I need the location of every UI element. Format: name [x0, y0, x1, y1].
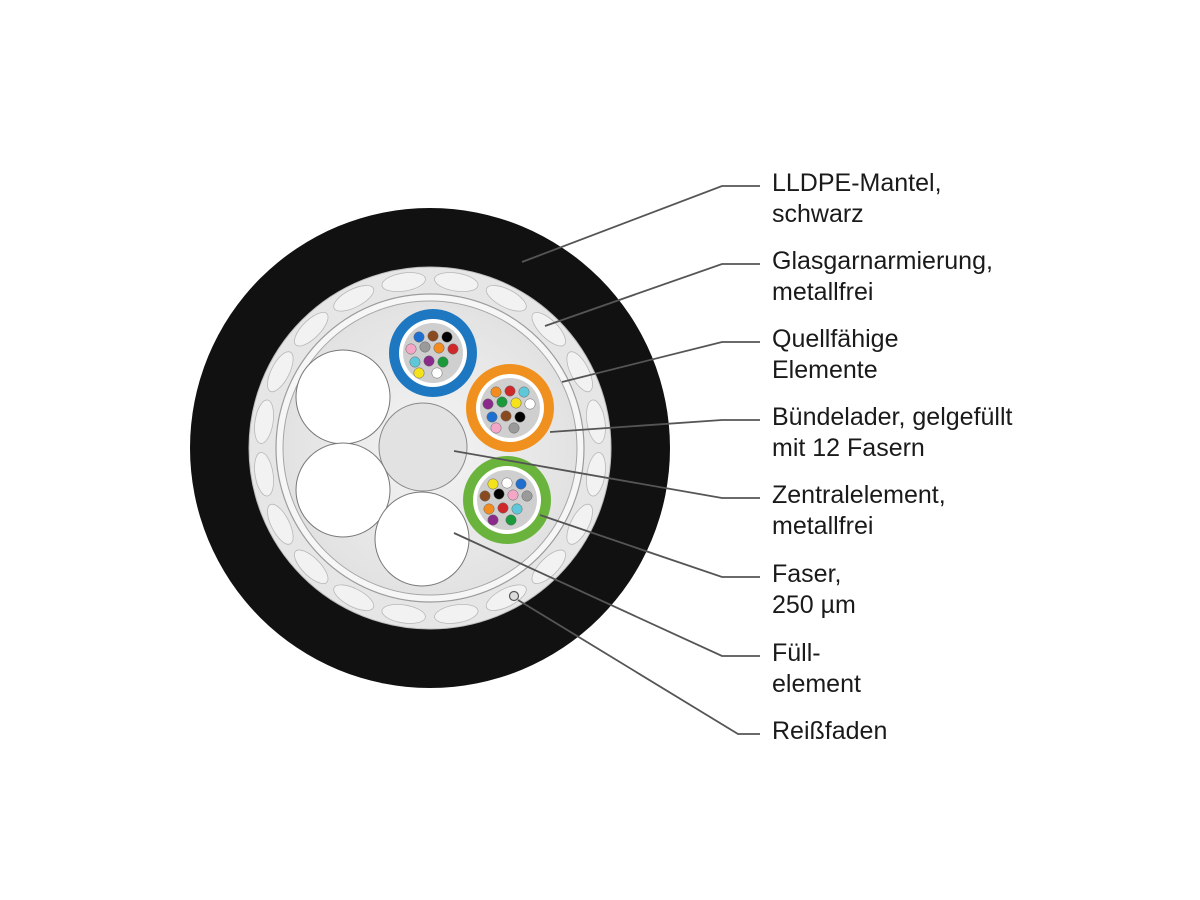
- fiber: [493, 488, 505, 500]
- fiber: [510, 397, 522, 409]
- fiber: [405, 343, 417, 355]
- fiber: [413, 367, 425, 379]
- glass-yarn-segment: [293, 311, 329, 347]
- filler-element: [295, 349, 391, 445]
- fiber: [409, 356, 421, 368]
- glass-yarn-segment: [566, 351, 593, 393]
- fiber: [521, 490, 533, 502]
- glass-yarn-segment: [267, 351, 294, 393]
- glass-yarn-segment: [485, 285, 527, 312]
- fiber: [490, 422, 502, 434]
- filler-element: [295, 442, 391, 538]
- fiber: [413, 331, 425, 343]
- fiber: [419, 341, 431, 353]
- leader-line-reiss: [517, 599, 760, 735]
- label-fuellelement: Füll-element: [772, 639, 861, 698]
- label-lldpe-mantel: LLDPE-Mantel,schwarz: [772, 169, 942, 228]
- fiber: [437, 356, 449, 368]
- fiber: [483, 503, 495, 515]
- glass-yarn-segment: [333, 584, 375, 611]
- loose-tube-blue: [389, 309, 477, 397]
- fiber: [479, 490, 491, 502]
- fiber: [518, 386, 530, 398]
- glass-yarn-segment: [293, 549, 329, 585]
- fiber: [514, 411, 526, 423]
- leader-line-armierung: [544, 263, 760, 327]
- fiber: [501, 477, 513, 489]
- fiber: [511, 503, 523, 515]
- fiber: [490, 386, 502, 398]
- glass-yarn-segment: [585, 452, 606, 497]
- fiber: [500, 410, 512, 422]
- leader-line-mantel: [521, 185, 760, 263]
- label-zentralelement: Zentralelement,metallfrei: [772, 481, 946, 540]
- filler-element: [374, 491, 470, 587]
- fiber: [427, 330, 439, 342]
- fiber: [441, 331, 453, 343]
- glass-yarn-segment: [254, 452, 275, 497]
- leader-line-fuell: [453, 532, 760, 657]
- glass-yarn-segment: [434, 603, 479, 624]
- fiber: [497, 502, 509, 514]
- glass-yarn-segment: [531, 549, 567, 585]
- label-faser: Faser,250 µm: [772, 560, 856, 619]
- fiber: [487, 514, 499, 526]
- glass-yarn-elements: [254, 272, 606, 624]
- fiber: [508, 422, 520, 434]
- fiber: [507, 489, 519, 501]
- fiber: [515, 478, 527, 490]
- glass-yarn-segment: [254, 399, 275, 444]
- fiber: [482, 398, 494, 410]
- fiber: [487, 478, 499, 490]
- glass-yarn-segment: [585, 399, 606, 444]
- glass-yarn-segment: [381, 272, 426, 293]
- leader-line-zentral: [453, 450, 760, 499]
- fiber: [447, 343, 459, 355]
- fiber: [505, 514, 517, 526]
- leader-line-buendel: [549, 419, 760, 433]
- label-reissfaden: Reißfaden: [772, 717, 888, 745]
- fiber: [504, 385, 516, 397]
- glass-yarn-segment: [434, 272, 479, 293]
- fiber: [423, 355, 435, 367]
- glass-yarn-segment: [566, 503, 593, 545]
- fiber: [486, 411, 498, 423]
- leader-line-quell: [561, 341, 760, 383]
- fiber: [524, 398, 536, 410]
- leader-lines: [453, 185, 760, 735]
- fiber: [433, 342, 445, 354]
- loose-tube-orange: [466, 364, 554, 452]
- rip-cord: [508, 590, 520, 602]
- fiber: [431, 367, 443, 379]
- loose-tube-green: [463, 456, 551, 544]
- glass-yarn-segment: [485, 584, 527, 611]
- label-glasgarnarmierung: Glasgarnarmierung,metallfrei: [772, 247, 993, 306]
- fiber: [496, 396, 508, 408]
- leader-line-faser: [539, 514, 760, 578]
- glass-yarn-segment: [267, 503, 294, 545]
- glass-yarn-segment: [381, 603, 426, 624]
- central-element: [378, 402, 468, 492]
- glass-yarn-segment: [333, 285, 375, 312]
